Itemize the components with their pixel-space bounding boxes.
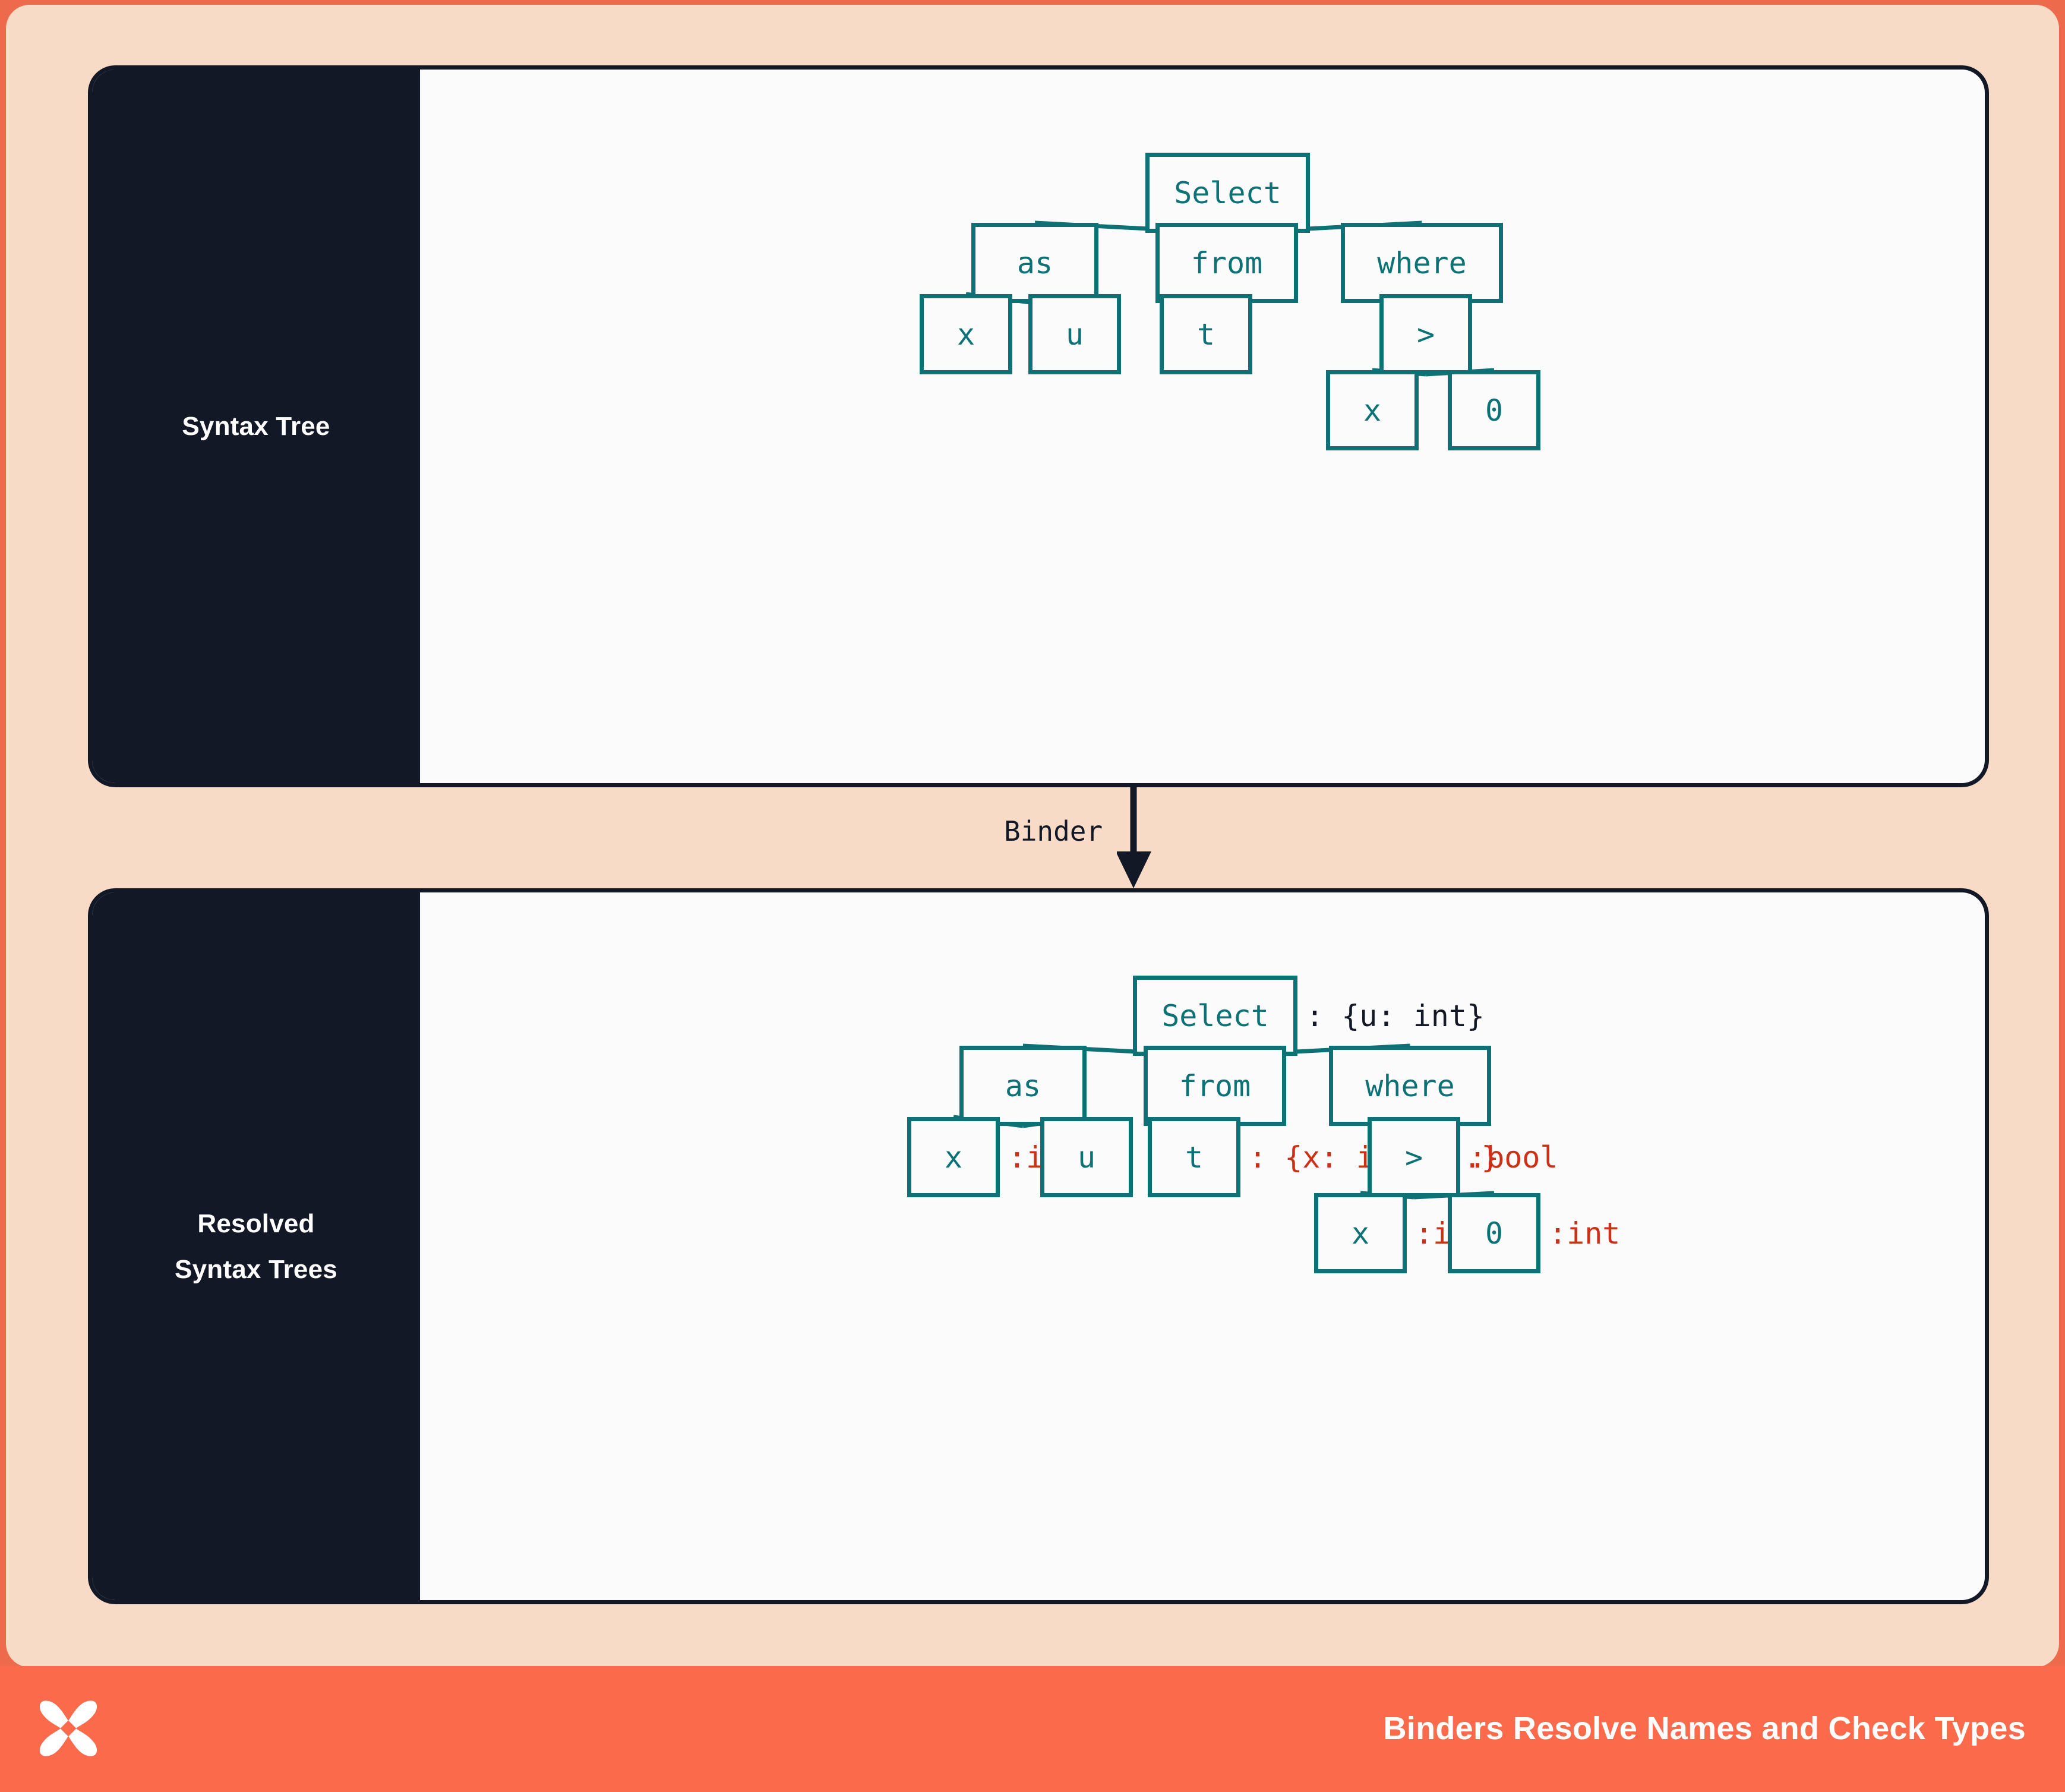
resolved-tree-node-as-x: x [907,1117,1000,1197]
resolved-tree-annotation-select: : {u: int} [1306,998,1485,1033]
resolved-tree-node-gt: > [1368,1117,1460,1197]
resolved-tree-annotation-gt-0: :int [1549,1216,1621,1251]
footer-bar: Binders Resolve Names and Check Types [0,1666,2065,1792]
resolved-tree-node-gt-x: x [1314,1193,1407,1273]
sidebar-label-line-1: Resolved [197,1209,315,1238]
syntax-tree-node-gt-0: 0 [1448,370,1540,450]
resolved-syntax-trees-canvas: Select: {u: int}asfromwherex:intu:intt: … [420,892,1985,1600]
binder-arrow-icon [1117,787,1151,888]
syntax-tree-sidebar-label: Syntax Tree [182,412,330,441]
syntax-tree-sidebar: Syntax Tree [92,70,420,783]
resolved-tree-node-gt-0: 0 [1448,1193,1540,1273]
syntax-tree-node-where: where [1341,223,1503,303]
syntax-tree-node-gt-x: x [1326,370,1419,450]
sidebar-label-line-2: Syntax Trees [175,1254,337,1284]
resolved-tree-node-where: where [1329,1046,1491,1126]
resolved-syntax-trees-sidebar: Resolved Syntax Trees [92,892,420,1600]
butterfly-x-logo-icon [39,1700,97,1756]
resolved-syntax-trees-sidebar-label: Resolved Syntax Trees [175,1201,337,1292]
syntax-tree-node-as: as [971,223,1098,303]
resolved-tree-annotation-gt: :bool [1469,1140,1558,1175]
syntax-tree-node-from-t: t [1160,294,1252,374]
resolved-tree-node-as: as [959,1046,1087,1126]
syntax-tree-node-select: Select [1145,153,1310,233]
resolved-tree-node-select: Select [1133,976,1297,1056]
resolved-tree-node-as-u: u [1040,1117,1133,1197]
syntax-tree-node-from: from [1155,223,1298,303]
resolved-tree-node-from-t: t [1148,1117,1240,1197]
syntax-tree-node-as-u: u [1028,294,1121,374]
resolved-syntax-trees-card: Resolved Syntax Trees Select : {u: int} as… [88,888,1989,1604]
resolved-tree-node-from: from [1144,1046,1286,1126]
footer-caption: Binders Resolve Names and Check Types [1383,1711,2026,1746]
syntax-tree-node-as-x: x [920,294,1012,374]
binder-label: Binder [1004,815,1103,847]
syntax-tree-node-gt: > [1379,294,1472,374]
